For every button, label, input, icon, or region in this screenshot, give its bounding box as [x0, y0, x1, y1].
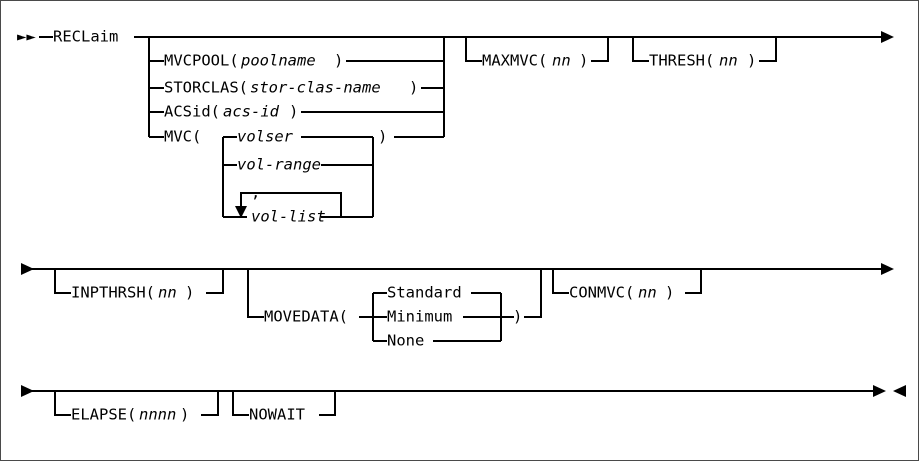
rail-conmvc-bracket [552, 269, 569, 294]
option-acsid-close: ) [289, 102, 299, 121]
start-marker-icon: ►► [17, 27, 36, 46]
repeat-separator-comma: , [251, 183, 261, 202]
rail-inpthrsh-bracket-right [206, 269, 224, 294]
rail-movedata-bracket-right [524, 269, 542, 318]
option-conmvc-open: CONMVC( [569, 283, 635, 302]
operand-stor-clas-name: stor-clas-name [250, 78, 381, 97]
option-mvcpool-open: MVCPOOL( [164, 51, 239, 70]
rail-thresh-bracket [632, 37, 649, 62]
command-keyword-reclaim: RECLaim [53, 27, 119, 46]
option-nowait: NOWAIT [249, 405, 305, 424]
option-mvcpool-close: ) [334, 51, 344, 70]
rail-thresh-bracket-right [759, 37, 777, 62]
operand-vol-range: vol-range [237, 155, 321, 174]
rail-maxmvc-bracket-right [591, 37, 609, 62]
operand-conmvc-nn: nn [638, 283, 657, 302]
option-maxmvc-close: ) [579, 51, 589, 70]
option-conmvc-close: ) [665, 283, 675, 302]
option-mvc-close: ) [378, 127, 388, 146]
rail-inpthrsh-bracket [54, 269, 71, 294]
row2-start-arrow-icon [21, 263, 34, 275]
operand-acs-id: acs-id [223, 102, 279, 121]
option-elapse-close: ) [180, 405, 190, 424]
rail-nowait-bracket [232, 391, 249, 416]
option-elapse-open: ELAPSE( [71, 405, 137, 424]
option-thresh-open: THRESH( [649, 51, 715, 70]
option-acsid-open: ACSid( [164, 102, 220, 121]
row3-end-arrow-left-icon [893, 385, 906, 397]
option-movedata-close: ) [513, 307, 523, 326]
vollist-loop-arrow-icon [235, 206, 247, 218]
rail-elapse-bracket-right [201, 391, 219, 416]
option-storclas-open: STORCLAS( [164, 78, 248, 97]
rail-conmvc-bracket-right [685, 269, 702, 294]
operand-maxmvc-nn: nn [552, 51, 571, 70]
operand-poolname: poolname [241, 51, 316, 70]
rail-nowait-bracket-right [319, 391, 336, 416]
row2-continue-arrow-icon [881, 263, 894, 275]
choice-standard: Standard [387, 283, 462, 302]
option-inpthrsh-open: INPTHRSH( [71, 283, 155, 302]
option-maxmvc-open: MAXMVC( [482, 51, 548, 70]
row1-continue-arrow-icon [881, 31, 894, 43]
operand-inpthrsh-nn: nn [158, 283, 177, 302]
option-inpthrsh-close: ) [185, 283, 195, 302]
option-mvc-open: MVC( [164, 127, 202, 146]
operand-volser: volser [237, 127, 293, 146]
option-storclas-close: ) [409, 78, 419, 97]
option-thresh-close: ) [747, 51, 757, 70]
operand-elapse-nnnn: nnnn [139, 405, 177, 424]
operand-thresh-nn: nn [719, 51, 738, 70]
row3-end-arrow-right-icon [873, 385, 886, 397]
rail-elapse-bracket [54, 391, 71, 416]
choice-minimum: Minimum [387, 307, 453, 326]
rail-maxmvc-bracket [465, 37, 482, 62]
rail-movedata-bracket [247, 269, 264, 318]
choice-none: None [387, 331, 425, 350]
row3-start-arrow-icon [21, 385, 34, 397]
option-movedata-open: MOVEDATA( [264, 307, 348, 326]
operand-vol-list: vol-list [251, 207, 326, 226]
rail-vollist-loop [240, 192, 342, 217]
